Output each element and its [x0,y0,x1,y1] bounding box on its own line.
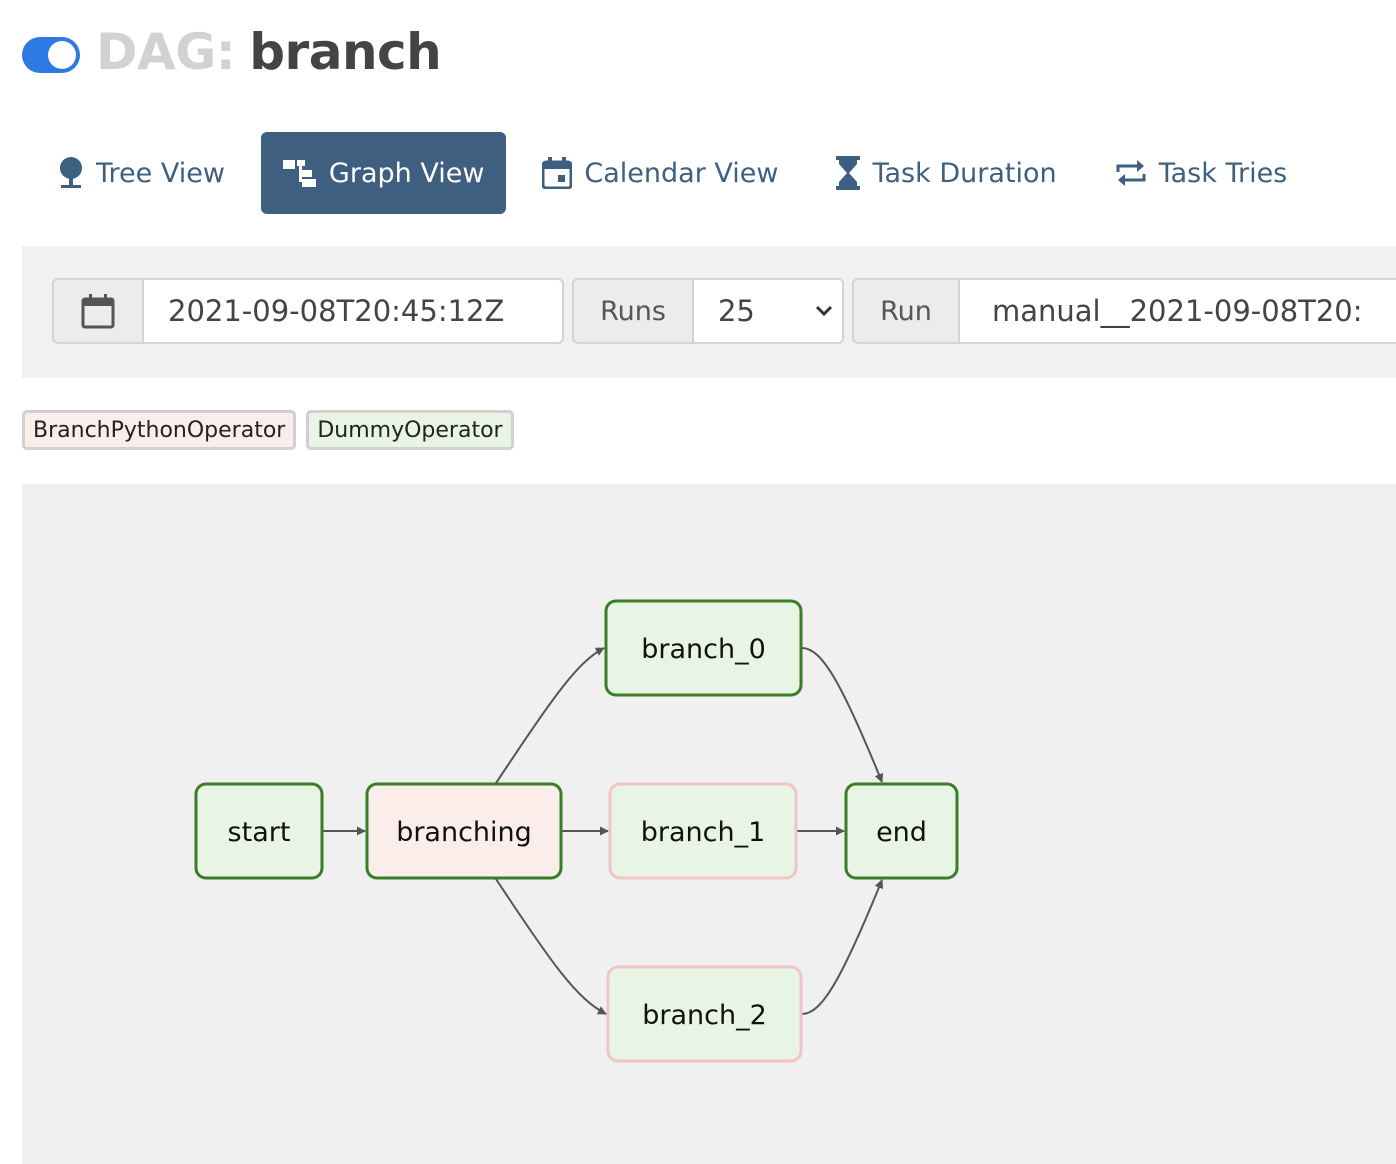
legend-dummy-operator: DummyOperator [306,410,514,450]
dag-header: DAG:branch [22,22,442,82]
edge-branching-to-branch_2 [495,878,607,1015]
tab-label: Calendar View [584,157,779,189]
task-node-label: branch_2 [642,1000,767,1031]
tab-label: Task Duration [872,157,1057,189]
base-date-group: 2021-09-08T20:45:12Z [52,278,564,344]
run-group: Run manual__2021-09-08T20: [852,278,1396,344]
task-node-label: branching [396,817,532,848]
task-node-label: end [876,817,927,848]
task-node-branch-1[interactable]: branch_1 [608,782,798,880]
tab-label: Graph View [328,157,485,189]
edge-branch_0-to-end [801,647,884,783]
dag-name: branch [249,23,442,81]
hourglass-icon [836,156,861,190]
edge-branching-to-branch_0 [495,647,605,784]
base-date-input[interactable]: 2021-09-08T20:45:12Z [144,280,505,342]
page-title: DAG:branch [96,23,442,81]
tree-icon [60,157,82,188]
tab-calendar-view[interactable]: Calendar View [520,132,800,214]
calendar-icon [81,294,115,329]
task-node-box[interactable] [365,782,563,880]
dag-pause-toggle[interactable] [22,37,80,73]
graph-nodes: start branching branch_0 branch_1 branch_2 en… [194,599,959,1063]
task-node-label: branch_0 [641,634,766,665]
run-select[interactable]: manual__2021-09-08T20: [960,280,1363,342]
runs-select[interactable]: 25 [693,280,842,342]
task-node-box[interactable] [604,599,803,697]
runs-group: Runs 25 [572,278,844,344]
task-node-box[interactable] [844,782,959,880]
legend-branch-python-operator: BranchPythonOperator [22,410,297,450]
tab-task-duration[interactable]: Task Duration [814,132,1078,214]
task-node-branch-2[interactable]: branch_2 [606,965,803,1063]
title-prefix: DAG: [96,23,236,81]
task-node-branch-0[interactable]: branch_0 [604,599,803,697]
toggle-knob [48,41,76,69]
task-node-box[interactable] [608,782,798,880]
task-node-end[interactable]: end [844,782,959,880]
operator-legend: BranchPythonOperator DummyOperator [22,410,524,450]
dag-graph-canvas[interactable]: start branching branch_0 branch_1 branch_2 en… [22,484,1396,1164]
task-node-box[interactable] [606,965,803,1063]
tab-task-tries[interactable]: Task Tries [1093,132,1310,214]
calendar-icon [542,157,573,189]
runs-value: 25 [717,294,755,328]
task-node-branching[interactable]: branching [365,782,563,880]
task-node-box[interactable] [194,782,324,880]
chevron-down-icon [815,305,833,317]
tab-label: Tree View [96,157,225,189]
tab-label: Task Tries [1158,157,1288,189]
runs-label: Runs [574,280,694,342]
run-label: Run [854,280,960,342]
task-node-label: start [228,817,291,848]
tab-graph-view[interactable]: Graph View [260,132,507,214]
tab-tree-view[interactable]: Tree View [36,132,247,214]
date-picker-button[interactable] [54,280,144,342]
graph-icon [282,160,316,187]
graph-edges [322,647,884,1015]
graph-toolbar: 2021-09-08T20:45:12Z Runs 25 Run manual_… [22,246,1396,378]
task-node-label: branch_1 [641,817,766,848]
retry-icon [1116,160,1146,186]
edge-branch_2-to-end [801,879,884,1015]
task-node-start[interactable]: start [194,782,324,880]
view-tabs: Tree View Graph View Calendar View Task … [36,132,1323,214]
dag-graph[interactable]: start branching branch_0 branch_1 branch_2 en… [22,484,1396,1164]
